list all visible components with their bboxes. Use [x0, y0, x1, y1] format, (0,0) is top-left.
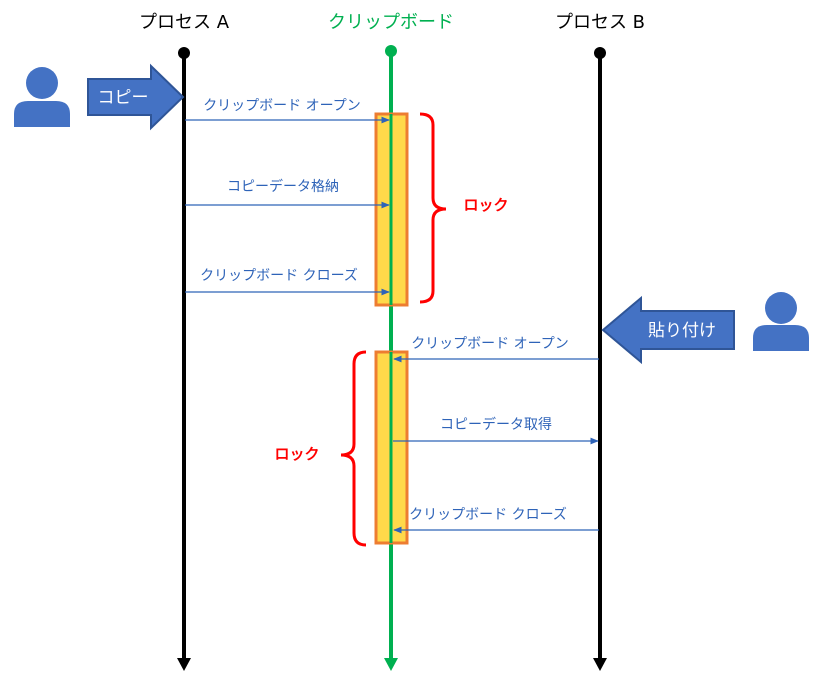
- paste-action-arrow: 貼り付け: [601, 295, 735, 365]
- message-b-open-label: クリップボード オープン: [411, 336, 569, 352]
- message-a-store-label: コピーデータ格納: [227, 178, 339, 195]
- lock-label-second: ロック: [274, 445, 319, 463]
- message-a-close: クリップボード クローズ: [185, 268, 390, 296]
- message-b-close: クリップボード クローズ: [393, 507, 599, 534]
- lifeline-process-a: [177, 47, 191, 671]
- message-a-open: クリップボード オープン: [185, 98, 390, 124]
- lane-title-process-a: プロセス A: [139, 12, 230, 33]
- copy-action-label: コピー: [98, 88, 149, 108]
- message-b-get: コピーデータ取得: [393, 416, 599, 445]
- lock-brace-first: [419, 112, 447, 304]
- message-b-get-label: コピーデータ取得: [440, 416, 552, 433]
- message-a-open-label: クリップボード オープン: [203, 98, 361, 114]
- message-a-close-label: クリップボード クローズ: [200, 268, 358, 284]
- lane-title-process-b: プロセス B: [555, 12, 645, 33]
- paste-action-label: 貼り付け: [648, 321, 716, 341]
- copy-action-arrow: コピー: [87, 63, 185, 131]
- message-a-store: コピーデータ格納: [185, 178, 390, 209]
- user-icon: [14, 67, 70, 127]
- lifeline-process-b: [593, 47, 607, 671]
- lock-label-first: ロック: [463, 196, 508, 214]
- message-b-close-label: クリップボード クローズ: [409, 507, 567, 523]
- lane-title-clipboard: クリップボード: [328, 12, 454, 33]
- lock-brace-second: [340, 350, 367, 547]
- message-b-open: クリップボード オープン: [393, 336, 599, 363]
- user-icon: [753, 292, 809, 351]
